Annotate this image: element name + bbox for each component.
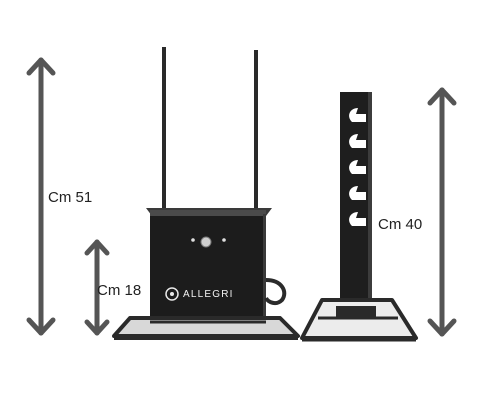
brand-logo: ALLEGRI — [183, 289, 234, 300]
spit-rods — [162, 47, 258, 212]
rack-base-frame — [300, 298, 418, 342]
rack-height-label: Cm 40 — [378, 216, 423, 233]
arrow-overall-height — [26, 57, 56, 336]
box-base-frame — [112, 316, 300, 340]
arrow-rack-height — [427, 87, 457, 337]
overall-height-label: Cm 51 — [48, 189, 93, 206]
box-height-label: Cm 18 — [97, 282, 142, 299]
motor-box — [146, 208, 287, 322]
arrow-box-height — [84, 239, 110, 336]
spit-rack — [340, 92, 372, 316]
